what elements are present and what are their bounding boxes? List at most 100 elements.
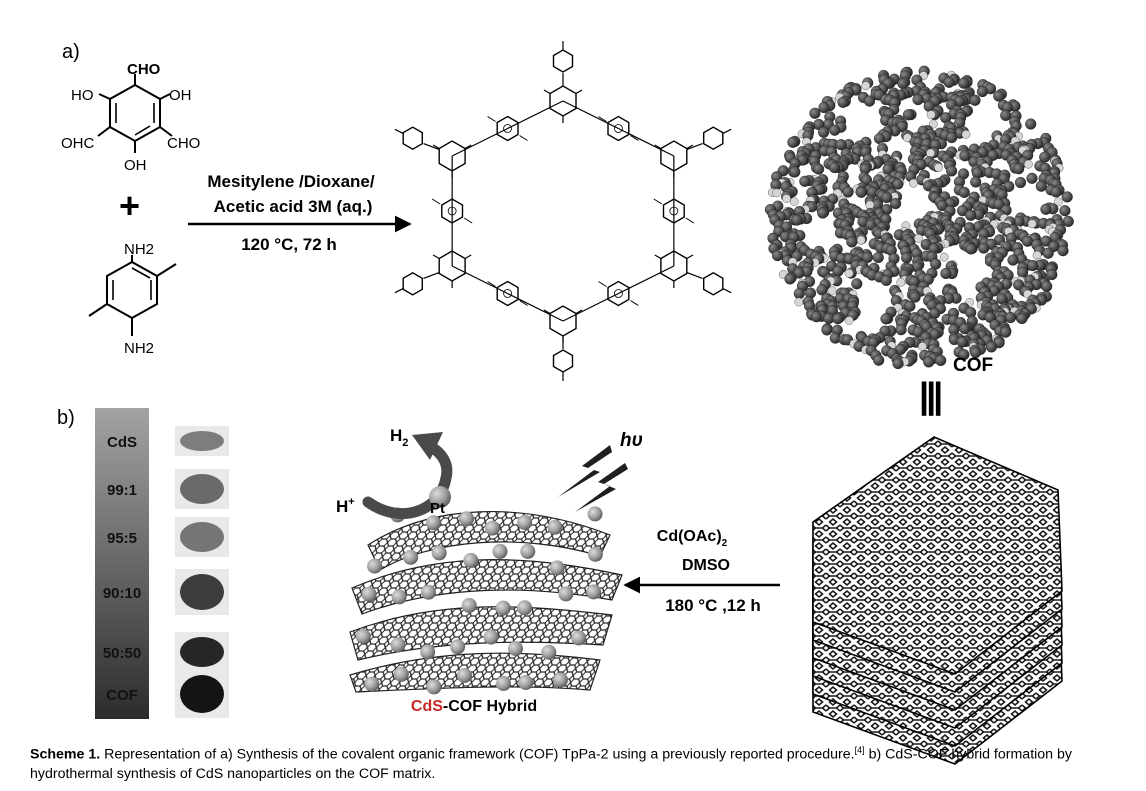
cds-nanoparticle <box>459 511 475 527</box>
cds-nanoparticle <box>586 584 602 600</box>
ring <box>496 280 519 307</box>
diamine-structure <box>88 255 177 336</box>
cds-nanoparticle <box>520 543 536 559</box>
cds-nanoparticle <box>558 586 574 602</box>
equivalence-symbol: ||| <box>919 375 941 417</box>
conditions-a-line3: 120 °C, 72 h <box>241 235 337 254</box>
aldehyde-left-hydroxyl: HO <box>71 87 94 104</box>
panel-a-label: a) <box>62 41 80 63</box>
cds-nanoparticle <box>517 600 533 616</box>
composition-label: 95:5 <box>107 530 137 547</box>
cds-nanoparticle <box>391 589 407 605</box>
composition-label: CdS <box>107 434 137 451</box>
sample-photos <box>175 426 229 718</box>
cds-nanoparticle <box>587 506 603 522</box>
cof-sheet <box>351 559 623 615</box>
cds-nanoparticle <box>549 560 565 576</box>
ring <box>552 349 574 373</box>
cds-nanoparticle <box>367 558 383 574</box>
light-bolt-icon <box>558 445 628 512</box>
cds-nanoparticle <box>390 637 406 653</box>
sample-powder <box>180 431 224 451</box>
composition-label: 90:10 <box>103 585 141 602</box>
sample-powder <box>180 574 224 610</box>
ring <box>552 49 574 73</box>
ring <box>703 126 724 151</box>
conditions-a-line2: Acetic acid 3M (aq.) <box>214 197 373 216</box>
cof-layer <box>812 436 1063 675</box>
sample-powder <box>180 637 224 667</box>
ring <box>402 271 423 296</box>
sample-powder <box>180 675 224 713</box>
cds-nanoparticle <box>547 519 563 535</box>
sample-powder <box>180 522 224 552</box>
conditions-b-line2: DMSO <box>682 557 730 574</box>
cds-nanoparticle <box>485 520 500 536</box>
ring <box>441 198 464 224</box>
cds-nanoparticle <box>421 584 436 600</box>
cds-nanoparticle <box>361 586 377 602</box>
cds-nanoparticle <box>553 672 568 688</box>
caption-scheme-label: Scheme 1. <box>30 746 101 763</box>
stacked-cof-layers <box>812 436 1063 765</box>
cof-space-filling-model <box>764 65 1074 370</box>
cds-nanoparticle <box>517 514 533 530</box>
cds-nanoparticle <box>393 666 409 682</box>
aldehyde-right-cho: CHO <box>167 135 200 152</box>
sample-powder <box>180 474 224 504</box>
cds-nanoparticle <box>425 515 441 531</box>
cds-nanoparticle <box>518 675 534 690</box>
triformylphloroglucinol-structure <box>97 74 173 153</box>
h2-label: H2 <box>390 426 408 449</box>
caption-text-1: Representation of a) Synthesis of the co… <box>100 746 855 763</box>
panel-b-label: b) <box>57 407 75 429</box>
cds-nanoparticle <box>461 597 477 613</box>
cof-sheet <box>349 652 601 693</box>
cds-nanoparticle <box>463 552 479 568</box>
conditions-a-line1: Mesitylene /Dioxane/ <box>207 172 375 191</box>
aldehyde-left-cho: OHC <box>61 135 95 152</box>
ring <box>607 115 630 142</box>
cds-nanoparticle <box>426 679 442 695</box>
ring <box>703 271 724 296</box>
cds-nanoparticle <box>492 543 508 559</box>
cds-nanoparticle <box>508 641 523 656</box>
conditions-b-line3: 180 °C ,12 h <box>665 596 761 615</box>
ring <box>662 198 685 224</box>
cds-nanoparticle <box>496 676 511 691</box>
amine-top-label: NH2 <box>124 241 154 258</box>
cds-nanoparticle <box>483 629 499 645</box>
aldehyde-bottom-hydroxyl: OH <box>124 157 147 174</box>
cds-nanoparticle <box>571 630 587 646</box>
ring <box>402 126 423 151</box>
hybrid-label: CdS-COF Hybrid <box>411 698 537 715</box>
caption-text-2: b) CdS-COF hybrid formation by hydrother… <box>30 746 1073 782</box>
cds-nanoparticle <box>364 676 380 692</box>
plus-sign: + <box>119 185 140 226</box>
figure-caption: Scheme 1. Representation of a) Synthesis… <box>30 741 1120 784</box>
aldehyde-right-hydroxyl: OH <box>169 87 192 104</box>
cds-nanoparticle <box>403 549 419 565</box>
composition-label: COF <box>106 687 138 704</box>
ring <box>607 280 630 307</box>
cof-model-label: COF <box>953 355 993 376</box>
cds-nanoparticle <box>355 629 371 644</box>
cof-sheet <box>349 606 613 661</box>
cds-nanoparticle <box>587 546 603 562</box>
conditions-b-line1: Cd(OAc)2 <box>657 528 728 549</box>
cds-cof-hybrid-illustration <box>349 506 623 695</box>
cds-nanoparticle <box>457 668 472 683</box>
cds-nanoparticle <box>541 644 557 660</box>
composition-label: 50:50 <box>103 645 141 662</box>
ring <box>496 115 519 142</box>
tppa2-framework-structure <box>394 41 732 381</box>
cds-nanoparticle <box>495 600 511 616</box>
pt-particle <box>429 486 451 508</box>
cds-nanoparticle <box>450 639 466 655</box>
light-label: hυ <box>620 430 643 451</box>
pt-label: Pt <box>430 500 445 517</box>
hydrogen-arrow-head <box>412 432 443 460</box>
composition-label: 99:1 <box>107 482 137 499</box>
